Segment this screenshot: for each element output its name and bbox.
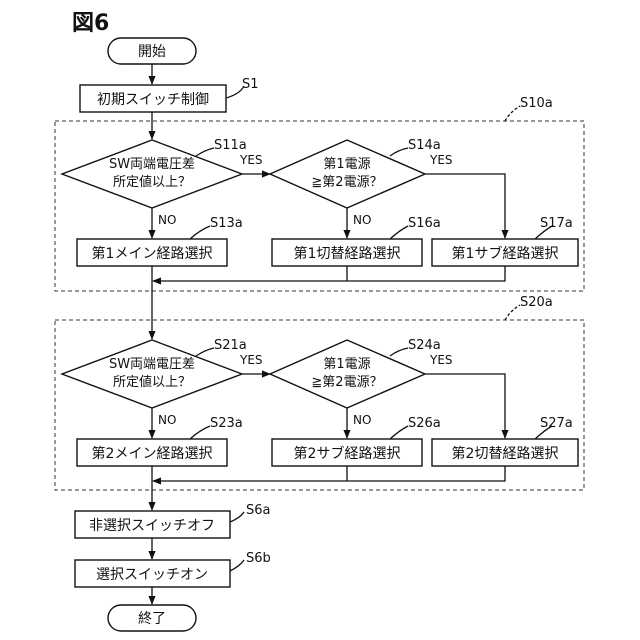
step-s6a-label: 非選択スイッチオフ <box>89 518 215 534</box>
group2-decision-a-line2: 所定値以上？ <box>113 374 191 390</box>
group1-decision-b-line1: 第1電源 <box>323 157 370 172</box>
group2-decision-b-line2: ≧第2電源？ <box>311 375 382 390</box>
group2-decision-a-tag: S21a <box>214 338 247 353</box>
group2-yes-a: YES <box>239 353 263 367</box>
step-s1-label: 初期スイッチ制御 <box>97 91 209 108</box>
group2-yes-b: YES <box>429 353 453 367</box>
group2-no-b: NO <box>353 413 371 427</box>
group1-box-main-label: 第1メイン経路選択 <box>92 245 213 262</box>
group1-tag: S10a <box>520 96 553 111</box>
step-s6b-label: 選択スイッチオン <box>96 567 208 583</box>
group2-decision-b-line1: 第1電源 <box>323 357 370 372</box>
group2-box-mid-tag: S26a <box>408 416 441 431</box>
group1-box-main-tag: S13a <box>210 216 243 231</box>
start-label: 開始 <box>138 44 166 60</box>
group2-box-right-tag: S27a <box>540 416 573 431</box>
group2-no-a: NO <box>158 413 176 427</box>
group2-decision-a-line1: SW両端電圧差 <box>109 357 195 372</box>
step-s6b-tag: S6b <box>246 551 271 566</box>
group2-box-right-label: 第2切替経路選択 <box>452 445 559 462</box>
figure-label: 図6 <box>72 11 109 36</box>
group1-decision-b-tag: S14a <box>408 138 441 153</box>
group2-decision-b-tag: S24a <box>408 338 441 353</box>
group1-box-mid-label: 第1切替経路選択 <box>294 245 401 262</box>
group1-decision-a-tag: S11a <box>214 138 247 153</box>
group2-box-mid-label: 第2サブ経路選択 <box>294 445 401 462</box>
group1-no-b: NO <box>353 213 371 227</box>
end-label: 終了 <box>138 611 166 627</box>
group1-box-right-tag: S17a <box>540 216 573 231</box>
group2-box-main-tag: S23a <box>210 416 243 431</box>
group2-tag: S20a <box>520 295 553 310</box>
group1-box-right-label: 第1サブ経路選択 <box>452 245 559 262</box>
group1-yes-b: YES <box>429 153 453 167</box>
group1-no-a: NO <box>158 213 176 227</box>
step-s6a-tag: S6a <box>246 503 271 518</box>
group2-box-main-label: 第2メイン経路選択 <box>92 445 213 462</box>
group1-decision-b-line2: ≧第2電源？ <box>311 175 382 190</box>
group1-yes-a: YES <box>239 153 263 167</box>
step-s1-tag: S1 <box>242 77 259 92</box>
group1-decision-a-line1: SW両端電圧差 <box>109 157 195 172</box>
group1-decision-a-line2: 所定値以上？ <box>113 174 191 190</box>
group1-box-mid-tag: S16a <box>408 216 441 231</box>
